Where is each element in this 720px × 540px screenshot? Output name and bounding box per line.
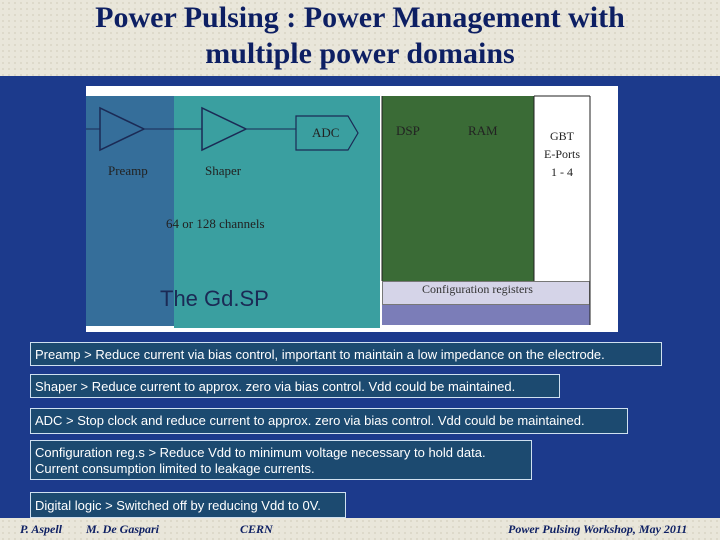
signal-chain-svg — [86, 95, 591, 325]
gdsp-block-diagram: ADC DSP RAM GBT E-Ports 1 - 4 Preamp Sha… — [86, 86, 618, 332]
config-register-power-note: Configuration reg.s > Reduce Vdd to mini… — [30, 440, 532, 480]
adc-power-note: ADC > Stop clock and reduce current to a… — [30, 408, 628, 434]
gbt-label-line-3: 1 - 4 — [551, 165, 573, 179]
slide-title-line-1: Power Pulsing : Power Management with — [95, 1, 625, 34]
footer-author-2: M. De Gaspari — [86, 522, 160, 536]
title-band — [0, 0, 720, 76]
config-note-line-1: Configuration reg.s > Reduce Vdd to mini… — [35, 445, 486, 460]
config-register-block — [382, 281, 590, 305]
preamp-label: Preamp — [108, 163, 148, 178]
preamp-amplifier-icon — [99, 106, 146, 152]
config-note-line-2: Current consumption limited to leakage c… — [35, 461, 315, 476]
footer-event: Power Pulsing Workshop, May 2011 — [508, 522, 688, 536]
channels-label: 64 or 128 channels — [166, 216, 265, 231]
shaper-adc-power-domain — [174, 96, 380, 328]
digital-power-domain — [382, 96, 534, 281]
slide-title-line-2: multiple power domains — [205, 37, 515, 70]
shaper-amplifier-icon — [201, 106, 248, 152]
footer-band — [0, 518, 720, 540]
gbt-label-line-2: E-Ports — [544, 147, 580, 161]
shaper-power-note: Shaper > Reduce current to approx. zero … — [30, 374, 560, 398]
gbt-label: GBT E-Ports 1 - 4 — [534, 127, 590, 181]
adc-block-icon — [295, 115, 359, 151]
shaper-label: Shaper — [205, 163, 242, 178]
chip-name-label: The Gd.SP — [160, 286, 269, 311]
footer-author-1: P. Aspell — [20, 522, 63, 536]
digital-logic-power-note: Digital logic > Switched off by reducing… — [30, 492, 346, 518]
footer-organization: CERN — [240, 522, 273, 536]
adc-label: ADC — [312, 125, 340, 140]
ram-label: RAM — [468, 123, 498, 138]
slide-title: Power Pulsing : Power Management with mu… — [0, 0, 720, 72]
preamp-power-note: Preamp > Reduce current via bias control… — [30, 342, 662, 366]
dsp-label: DSP — [396, 123, 420, 138]
config-registers-label: Configuration registers — [422, 282, 533, 296]
gbt-label-line-1: GBT — [550, 129, 574, 143]
